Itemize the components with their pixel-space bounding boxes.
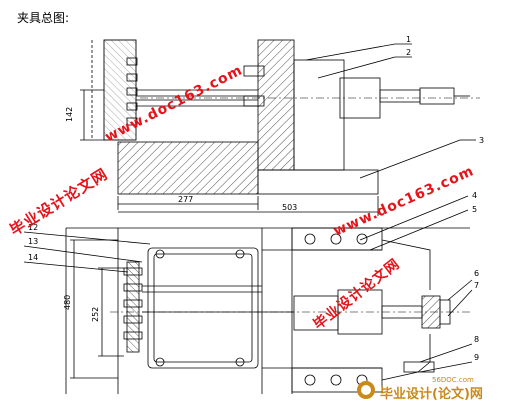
part-number-9: 9 — [474, 353, 479, 362]
part-number-13: 13 — [28, 237, 38, 246]
elevation-view — [80, 39, 480, 216]
part-number-3: 3 — [479, 136, 484, 145]
part-number-1: 1 — [406, 35, 411, 44]
piston-rod — [379, 89, 421, 103]
part-number-5: 5 — [472, 205, 477, 214]
watermark-site-center: 毕业设计论文网 — [310, 255, 403, 333]
dim-503: 503 — [282, 203, 297, 212]
part-number-4: 4 — [472, 191, 477, 200]
part-number-6: 6 — [474, 269, 479, 278]
workpiece-frame — [147, 247, 259, 369]
base-block — [117, 141, 259, 195]
page-title: 夹具总图: — [17, 11, 70, 25]
logo-domain: 56DOC.com — [432, 376, 474, 384]
logo-text: 毕业设计(论文)网 — [380, 386, 483, 402]
plan-view — [23, 195, 473, 394]
rod-end — [419, 87, 455, 105]
part-number-2: 2 — [406, 48, 411, 57]
part-number-14: 14 — [28, 253, 38, 262]
bracket-body — [257, 39, 295, 171]
base-extension — [257, 169, 379, 195]
part-number-7: 7 — [474, 281, 479, 290]
cylinder-housing — [293, 59, 345, 171]
part-number-12: 12 — [28, 223, 38, 232]
dim-252: 252 — [91, 307, 100, 322]
dim-277: 277 — [178, 195, 193, 204]
dim-480: 480 — [63, 295, 72, 310]
part-number-8: 8 — [474, 335, 479, 344]
column-bolts — [126, 57, 138, 126]
site-logo: 56DOC.com 毕业设计(论文)网 — [357, 376, 483, 402]
dim-142: 142 — [65, 107, 74, 122]
